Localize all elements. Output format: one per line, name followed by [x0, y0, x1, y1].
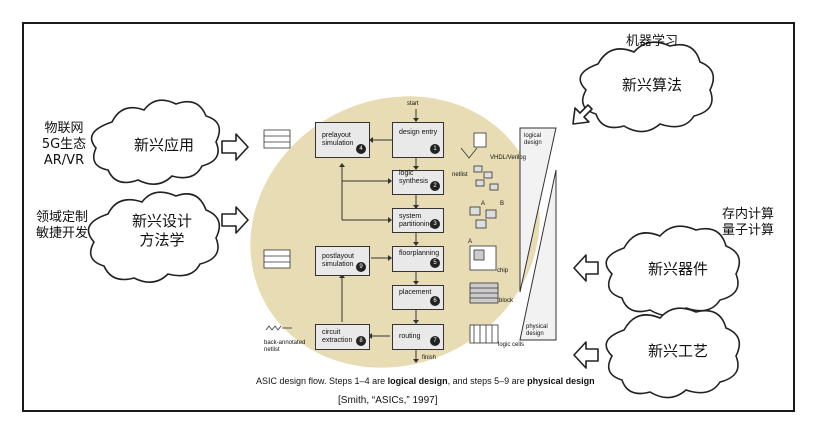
cloud-new-device: 新兴器件 [647, 260, 708, 278]
label-domain-specific: 领域定制 [35, 210, 88, 225]
physical-design-bar [519, 169, 557, 341]
box-circuit-extraction: circuit extraction 8 [315, 324, 370, 350]
anno-netlist: netlist [452, 172, 468, 178]
anno-logical-line1: logical [524, 133, 542, 139]
box-design-entry: design entry 1 [392, 122, 444, 158]
cloud-new-app-shape [90, 99, 221, 185]
cloud-new-design: 新兴设计 方法学 [112, 212, 212, 250]
anno-b: B [500, 201, 505, 207]
box-logic-synthesis-label: logic synthesis [399, 169, 429, 185]
anno-back-annotated: back-annotated netlist [264, 340, 305, 354]
box-postlayout-line2: simulation [322, 261, 354, 268]
box-design-entry-label: design entry [399, 129, 438, 137]
caption-part2: , and steps 5–9 are [447, 376, 528, 386]
box-system-partitioning-line1: system [399, 212, 422, 220]
box-floorplanning-label: floorplanning [399, 250, 440, 258]
label-5g: 5G生态 [41, 137, 87, 152]
box-postlayout-num: 9 [356, 262, 366, 272]
label-arvr: AR/VR [43, 153, 85, 168]
box-floorplanning-num: 5 [430, 258, 440, 268]
cloud-new-process-shape [605, 307, 741, 399]
cloud-new-design-line1: 新兴设计 [131, 212, 192, 230]
label-iot: 物联网 [44, 121, 84, 136]
citation: [Smith, “ASICs,” 1997] [338, 395, 438, 406]
flow-caption: ASIC design flow. Steps 1–4 are logical … [256, 376, 595, 386]
anno-chip: chip [497, 268, 509, 274]
arrow-right-1 [221, 133, 249, 161]
left-top-labels: 物联网 5G生态 AR/VR [34, 121, 94, 169]
box-prelayout-line2: simulation [322, 140, 354, 147]
label-agile-dev: 敏捷开发 [35, 226, 88, 241]
box-prelayout-line1: prelayout [322, 132, 351, 139]
logical-design-bar [519, 127, 557, 293]
arrow-left-process [573, 341, 599, 369]
arrow-left-device [573, 254, 599, 282]
box-placement-label: placement [399, 288, 432, 296]
box-floorplanning: floorplanning 5 [392, 246, 444, 272]
left-bottom-labels: 领域定制 敏捷开发 [30, 210, 94, 242]
label-in-memory: 存内计算 [721, 207, 774, 222]
design-bars [519, 127, 557, 341]
anno-back-annotated-line1: back-annotated [264, 340, 306, 346]
caption-physical: physical design [527, 376, 595, 386]
anno-back-annotated-line2: netlist [264, 347, 280, 353]
cloud-new-design-shape [87, 191, 221, 283]
box-design-entry-num: 1 [430, 144, 440, 154]
box-prelayout-num: 4 [356, 144, 366, 154]
anno-block: block [499, 298, 514, 304]
cloud-new-algo: 新兴算法 [621, 76, 682, 94]
anno-logic-cells: logic cells [498, 342, 525, 348]
caption-logical: logical design [387, 376, 448, 386]
box-postlayout-simulation: postlayout simulation 9 [315, 246, 370, 276]
anno-logical-line2: design [524, 140, 542, 146]
anno-logical-design: logical design [524, 133, 542, 147]
box-logic-synthesis-num: 2 [430, 181, 440, 191]
box-circuit-extraction-line2: extraction [322, 337, 353, 344]
box-prelayout-simulation: prelayout simulation 4 [315, 122, 370, 158]
anno-physical-line2: design [526, 331, 544, 337]
arrow-right-2 [221, 206, 249, 234]
box-postlayout-line1: postlayout [322, 253, 354, 260]
box-logic-synthesis: logic synthesis 2 [392, 170, 444, 195]
caption-part1: ASIC design flow. Steps 1–4 are [256, 376, 388, 386]
anno-physical-design: physical design [526, 324, 548, 338]
box-system-partitioning: system partitioning 3 [392, 208, 444, 233]
box-system-partitioning-line2: partitioning [399, 220, 434, 228]
anno-physical-line1: physical [526, 324, 548, 330]
anno-a: A [481, 201, 486, 207]
box-system-partitioning-num: 3 [430, 219, 440, 229]
box-circuit-extraction-line1: circuit [322, 329, 341, 336]
cloud-new-design-line2: 方法学 [139, 231, 185, 249]
label-machine-learning: 机器学习 [626, 34, 679, 49]
box-routing-num: 7 [430, 336, 440, 346]
cloud-new-device-shape [605, 225, 741, 317]
cloud-new-process: 新兴工艺 [647, 342, 708, 360]
arrow-down-left-algo [572, 104, 593, 125]
box-placement: placement 6 [392, 285, 444, 310]
box-routing: routing 7 [392, 324, 444, 350]
finish-label: finish [422, 355, 437, 361]
anno-a2: A [468, 239, 473, 245]
box-placement-num: 6 [430, 296, 440, 306]
right-middle-labels: 存内计算 量子计算 [716, 207, 780, 239]
label-quantum: 量子计算 [721, 223, 774, 238]
schematic-icons [263, 129, 499, 344]
box-routing-label: routing [399, 333, 421, 340]
anno-vhdl: VHDL/Verilog [490, 155, 527, 161]
box-circuit-extraction-num: 8 [356, 336, 366, 346]
cloud-new-app: 新兴应用 [133, 136, 194, 154]
start-label: start [407, 101, 419, 107]
